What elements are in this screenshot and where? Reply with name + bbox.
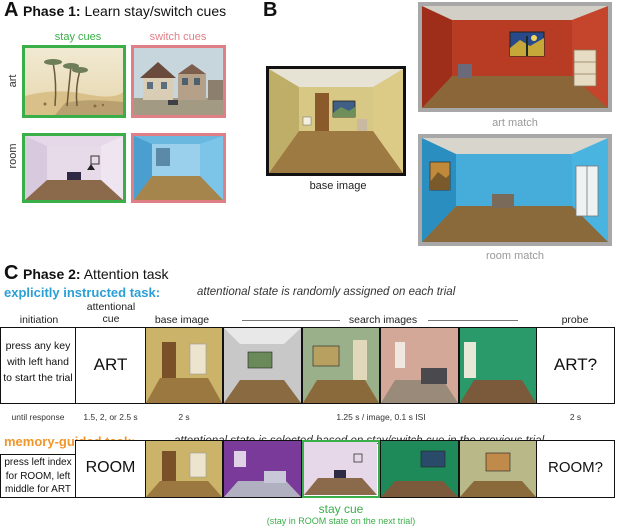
base-room-illustration [269,69,403,173]
red-room-illustration [422,6,608,108]
art-match-image [418,2,612,112]
explicit-init-line-2: with left hand [7,356,69,368]
panel-c-title-rest: Attention task [83,266,169,282]
memory-initiation-cell: press left index for ROOM, left middle f… [0,454,76,498]
gray-room-thumb [224,328,301,403]
explicit-initiation-cell: press any key with left hand to start th… [0,327,76,404]
stay-cues-header: stay cues [54,31,102,43]
row-label-room: room [7,143,19,169]
room-match-image [418,134,612,246]
header-base-image: base image [154,314,210,326]
row-label-art: art [7,74,19,88]
explicit-initiation-text: press any key with left hand to start th… [1,338,75,386]
explicit-init-line-3: to start the trial [3,372,73,384]
explicit-search-thumb-1 [223,327,302,404]
memory-probe-cell: ROOM? [536,440,615,498]
sage-room-thumb [460,441,536,497]
memory-init-line-2: for ROOM, left [5,470,71,482]
memory-search-thumb-1 [223,440,302,498]
panel-a-title-rest: Learn stay/switch cues [84,3,227,19]
memory-initiation-text: press left index for ROOM, left middle f… [1,456,75,497]
purple-room-thumb [224,441,301,497]
switch-cues-header: switch cues [149,31,207,43]
stay-cue-sublabel: (stay in ROOM state on the next trial) [266,516,416,526]
explicit-search-thumb-3 [380,327,459,404]
explicit-cue-cell: ART [75,327,146,404]
pink-room-thumb [304,442,377,495]
switch-cue-art-image [131,45,226,118]
base-image [266,66,406,176]
search-range-line-left [242,320,340,321]
explicit-probe-cell: ART? [536,327,615,404]
memory-init-line-3: middle for ART [5,484,71,495]
explicit-probe-word: ART? [553,355,598,374]
panel-c-title: Phase 2: Attention task [23,266,169,282]
panel-a-title-bold: Phase 1: [23,3,81,19]
panel-a-title: Phase 1: Learn stay/switch cues [23,3,226,19]
explicit-base-thumb [145,327,223,404]
memory-init-line-1: press left index [4,457,72,468]
beach-painting-illustration [25,48,123,115]
explicit-task-description: attentional state is randomly assigned o… [197,286,456,298]
memory-probe-word: ROOM? [547,459,603,476]
memory-search-thumb-3 [380,440,459,498]
stay-cue-art-image [22,45,126,118]
green-room-thumb [303,328,379,403]
timing-initiation: until response [11,412,65,422]
salmon-room-thumb [381,328,458,403]
base-image-caption: base image [309,180,367,192]
panel-c-letter: C [4,262,19,284]
stay-cue-room-image [22,133,126,203]
yellow-room-thumb [146,328,222,403]
explicit-search-thumb-4 [459,327,537,404]
header-probe: probe [561,314,589,326]
memory-cue-cell: ROOM [75,440,146,498]
timing-probe: 2 s [569,412,582,422]
timing-search: 1.25 s / image, 0.1 s ISI [336,412,426,422]
stay-cue-label: stay cue [318,502,364,516]
memory-base-thumb [145,440,223,498]
panel-c-title-bold: Phase 2: [23,266,81,282]
pink-room-illustration [25,136,123,200]
art-match-caption: art match [492,117,538,129]
panel-a-letter: A [4,0,19,21]
header-search-images: search images [348,314,418,326]
blue-room-illustration [134,136,223,200]
memory-cue-word: ROOM [85,459,136,476]
timing-base: 2 s [178,412,190,422]
explicit-task-title: explicitly instructed task: [4,285,161,300]
yellow-room-thumb-2 [146,441,222,497]
house-painting-illustration [134,48,223,115]
room-match-caption: room match [485,250,545,262]
header-initiation: initiation [19,314,59,326]
explicit-init-line-1: press any key [5,340,71,352]
memory-search-thumb-4 [459,440,537,498]
timing-cue: 1.5, 2, or 2.5 s [83,412,138,422]
explicit-cue-word: ART [93,355,128,374]
blue-room-match-illustration [422,138,608,242]
explicit-search-thumb-2 [302,327,380,404]
green-art-room-thumb [381,441,458,497]
switch-cue-room-image [131,133,226,203]
header-attentional: attentional [86,301,136,313]
teal-room-thumb [460,328,536,403]
panel-b-letter: B [263,0,278,21]
memory-stay-cue-thumb [302,440,380,498]
header-cue: cue [102,313,120,325]
search-range-line-right [428,320,518,321]
